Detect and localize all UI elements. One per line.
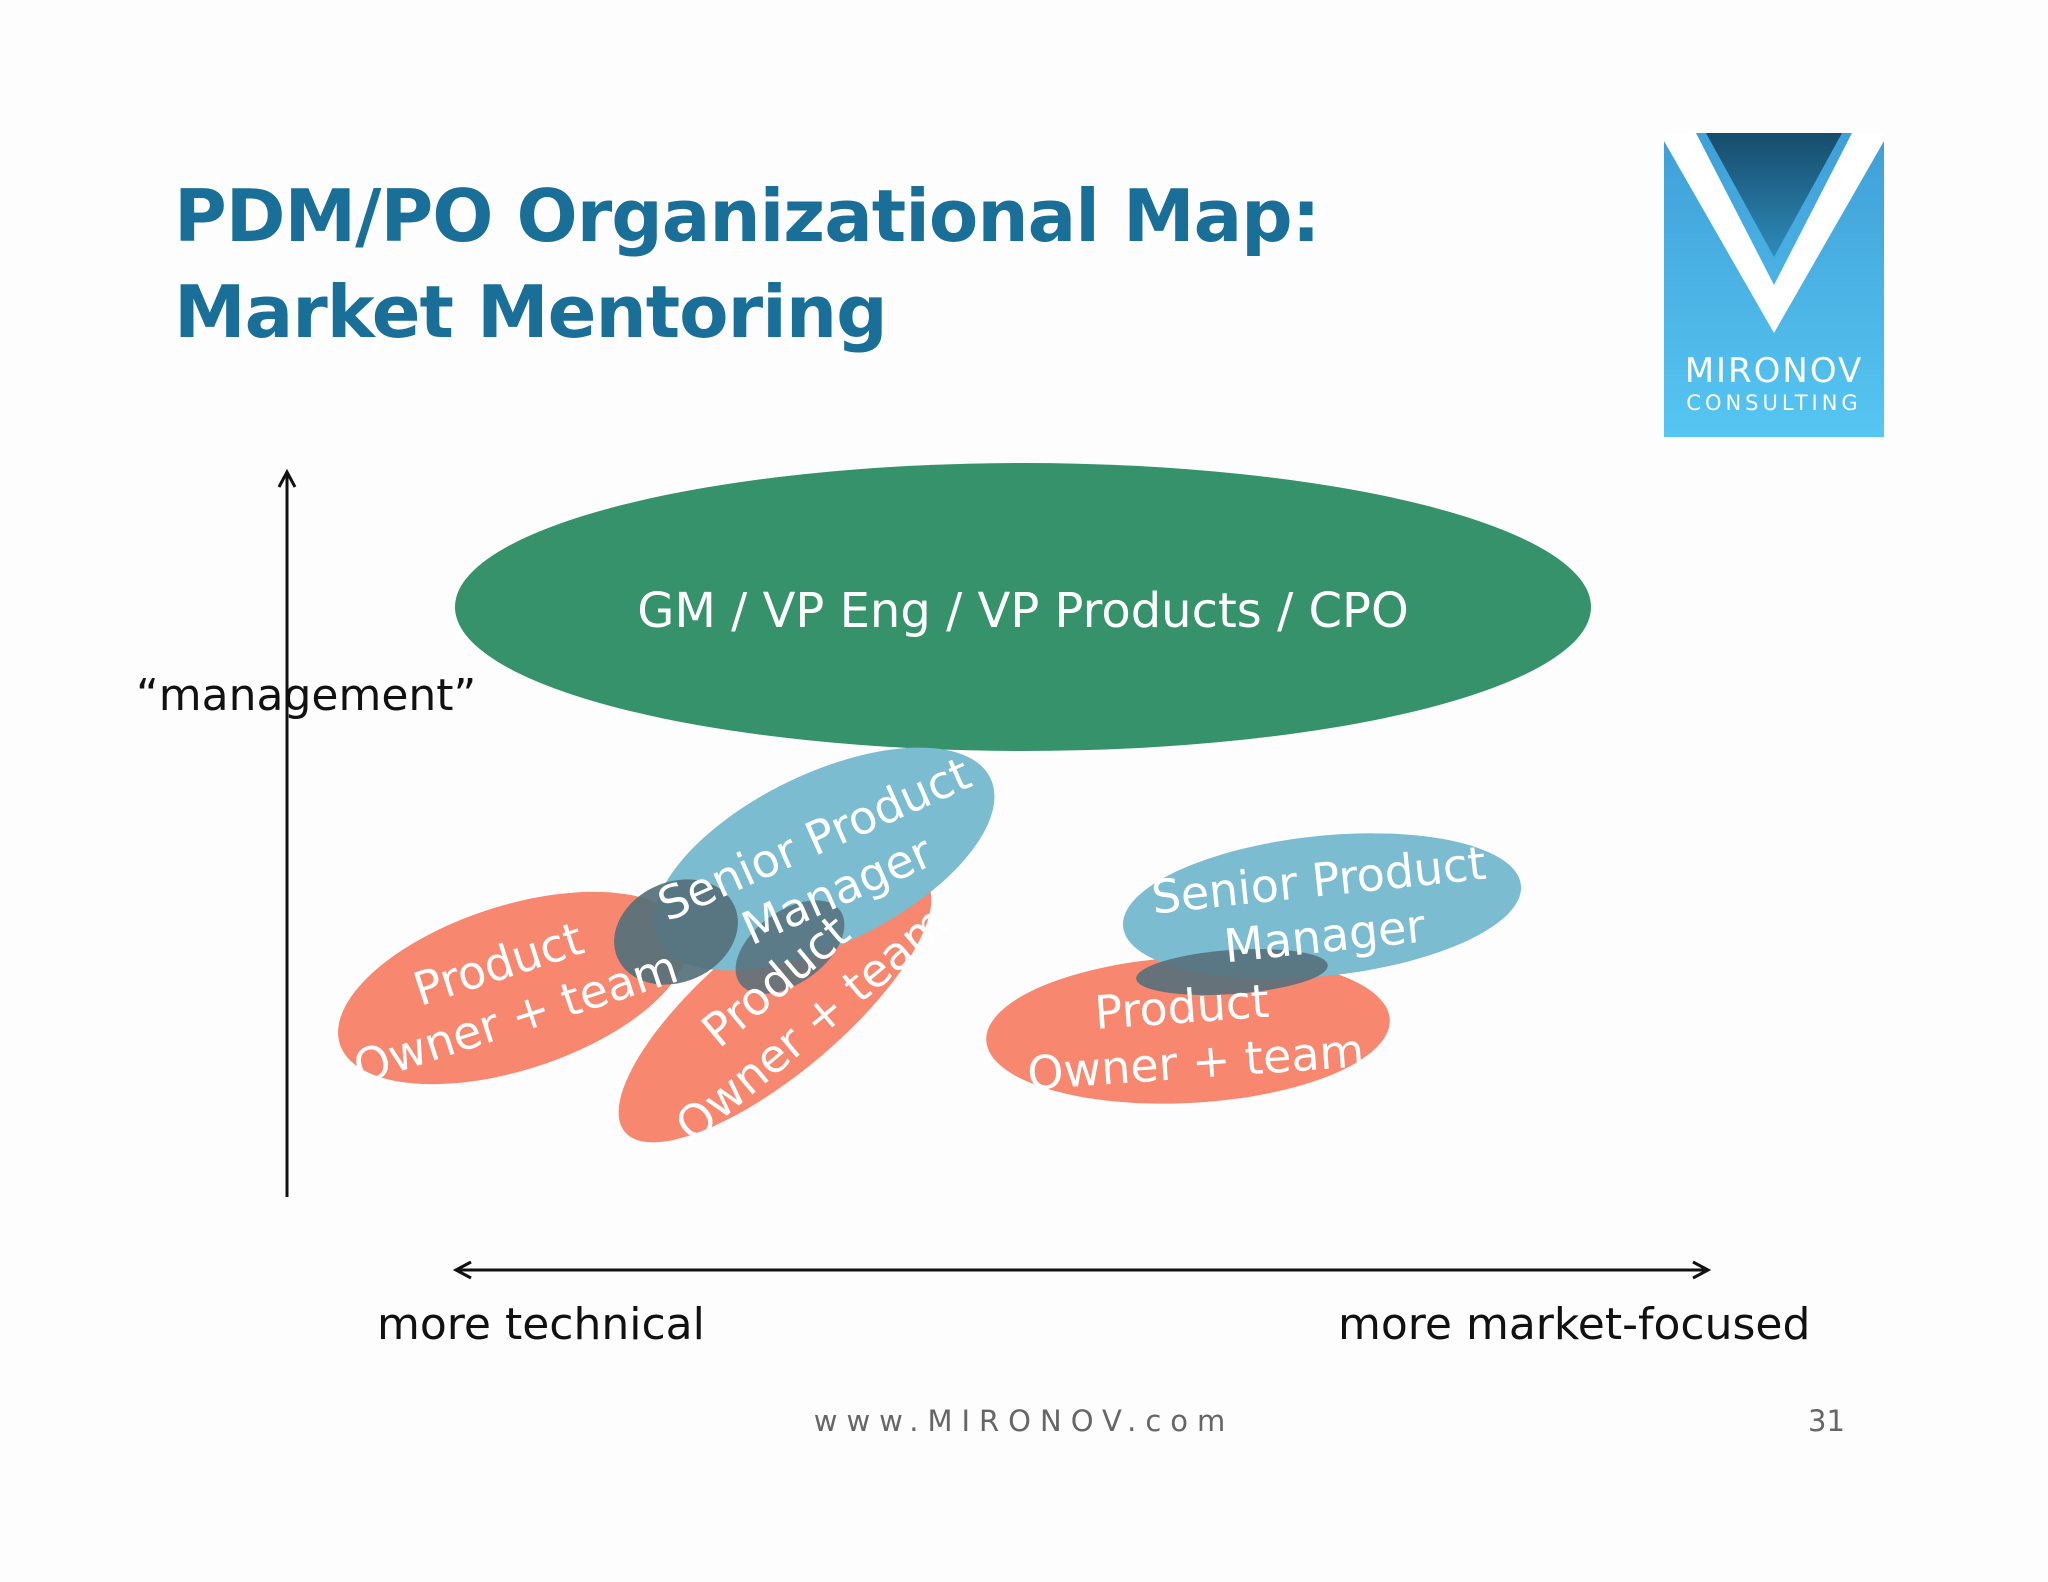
logo-v-mark bbox=[1664, 133, 1884, 437]
footer-url: www.MIRONOV.com bbox=[813, 1404, 1235, 1438]
overlap-region-left bbox=[614, 879, 738, 985]
product-owner-right-line-1: Product bbox=[1093, 974, 1271, 1040]
product-owner-left-ellipse bbox=[338, 891, 688, 1085]
y-axis-label: “management” bbox=[136, 670, 477, 721]
x-axis-right-label: more market-focused bbox=[1338, 1299, 1811, 1350]
overlap-region-right bbox=[1136, 949, 1328, 995]
title-line-1: PDM/PO Organizational Map: bbox=[174, 174, 1321, 258]
page-number: 31 bbox=[1808, 1404, 1845, 1438]
management-label: GM / VP Eng / VP Products / CPO bbox=[637, 583, 1408, 639]
mironov-consulting-logo: MIRONOV CONSULTING bbox=[1664, 133, 1884, 437]
product-owner-right-label: Product Owner + team bbox=[1026, 974, 1366, 1101]
logo-name: MIRONOV bbox=[1684, 351, 1864, 391]
management-ellipse bbox=[455, 463, 1591, 751]
x-axis-left-label: more technical bbox=[377, 1299, 705, 1350]
senior-product-manager-left-ellipse bbox=[653, 747, 995, 971]
product-owner-right-ellipse bbox=[986, 956, 1390, 1104]
overlap-region-center bbox=[735, 900, 845, 994]
logo-subtitle: CONSULTING bbox=[1686, 391, 1862, 415]
senior-product-manager-right-ellipse bbox=[1122, 833, 1522, 979]
slide-title: PDM/PO Organizational Map: Market Mentor… bbox=[174, 168, 1321, 360]
title-line-2: Market Mentoring bbox=[174, 270, 888, 354]
